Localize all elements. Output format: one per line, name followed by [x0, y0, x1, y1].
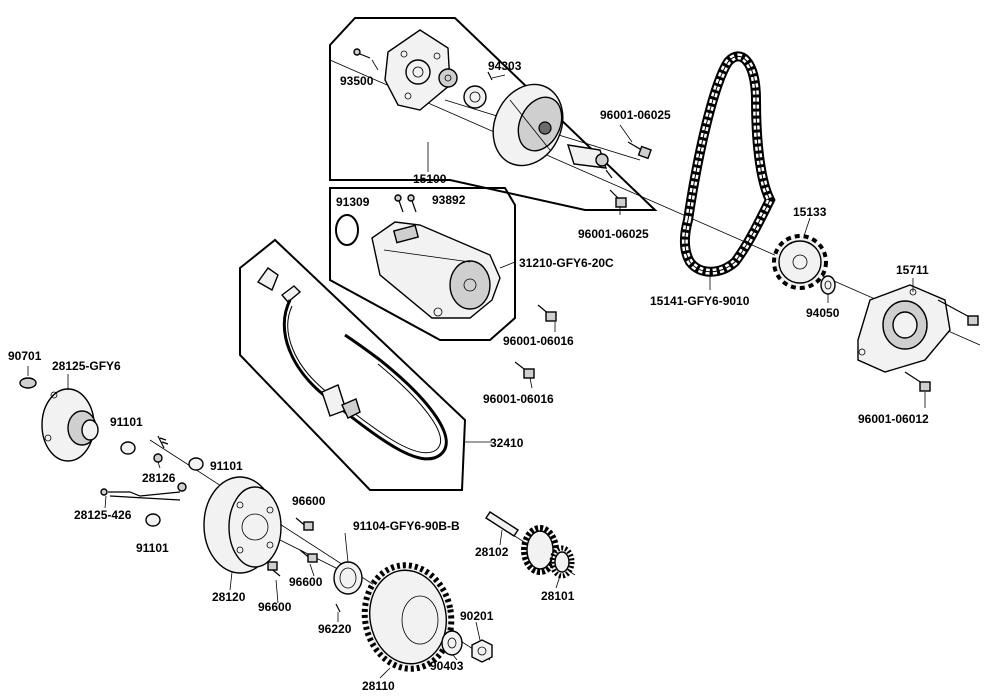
starter-motor-group: [329, 187, 516, 341]
label-91309: 91309: [336, 195, 370, 209]
label-91101-b: 91101: [210, 459, 243, 473]
nut-icon: [471, 639, 493, 663]
label-96600-b: 96600: [289, 575, 323, 589]
label-31210: 31210-GFY6-20C: [519, 256, 614, 270]
label-90201: 90201: [460, 609, 494, 623]
label-28126: 28126: [142, 471, 176, 485]
outer-rotor-icon: [463, 85, 487, 109]
label-96001-06025-a: 96001-06025: [600, 108, 671, 122]
roller-icon: [120, 441, 136, 455]
label-90403: 90403: [430, 659, 464, 673]
oil-pump-group: [329, 17, 658, 211]
bolts: [514, 189, 627, 379]
label-96220: 96220: [318, 622, 352, 636]
terminal-boot-icon: [256, 267, 279, 292]
label-93892: 93892: [432, 193, 466, 207]
label-28125-gfy6: 28125-GFY6: [52, 359, 121, 373]
leader-lines: [27, 59, 926, 679]
gear-shaft-icon: [485, 511, 519, 537]
label-93500: 93500: [340, 74, 374, 88]
label-28110: 28110: [362, 679, 395, 693]
label-32410: 32410: [490, 436, 524, 450]
starter-gear-28110: [361, 562, 455, 672]
label-96001-06025-b: 96001-06025: [578, 227, 649, 241]
washer-icon: [441, 630, 463, 656]
label-96001-06016-b: 96001-06016: [483, 392, 554, 406]
label-15100: 15100: [413, 172, 447, 186]
o-ring-icon: [335, 214, 359, 246]
label-15711: 15711: [896, 263, 929, 277]
label-91101-a: 91101: [110, 415, 143, 429]
cable-icon: [282, 299, 448, 461]
spring-icon: [108, 491, 181, 501]
sprocket-15133: [772, 234, 828, 290]
label-28101: 28101: [541, 589, 575, 603]
key-icon: [19, 377, 37, 389]
label-90701: 90701: [8, 349, 42, 363]
label-96600-c: 96600: [258, 600, 292, 614]
label-28125-426: 28125-426: [74, 508, 132, 522]
label-91101-c: 91101: [136, 541, 169, 555]
label-28120: 28120: [212, 590, 246, 604]
label-96600-a: 96600: [292, 494, 326, 508]
oil-pump-group-frame: [329, 17, 658, 211]
label-15133: 15133: [793, 205, 827, 219]
starter-motor-group-frame: [329, 187, 516, 341]
label-28102: 28102: [475, 545, 509, 559]
reduction-gear-group: [485, 511, 575, 579]
cover-15711: [857, 284, 979, 392]
cable-group: [239, 238, 467, 491]
label-94050: 94050: [806, 306, 840, 320]
needle-bearing-icon: [333, 561, 363, 595]
cable-group-frame: [239, 238, 467, 491]
inner-rotor-icon: [438, 68, 458, 88]
cam-chain: [679, 51, 776, 277]
label-96001-06016-a: 96001-06016: [503, 334, 574, 348]
washer-94050: [820, 275, 836, 295]
label-15141: 15141-GFY6-9010: [650, 294, 750, 308]
one-way-clutch-group: [19, 377, 363, 613]
cable-connector-icon: [321, 384, 347, 417]
labels: 15100 93500 94303 96001-06025 96001-0602…: [8, 59, 929, 693]
washer-nut: [441, 630, 493, 663]
label-94303: 94303: [488, 59, 522, 73]
label-91104: 91104-GFY6-90B-B: [353, 519, 460, 533]
label-96001-06012: 96001-06012: [858, 412, 929, 426]
ring-terminal-icon: [280, 285, 302, 303]
